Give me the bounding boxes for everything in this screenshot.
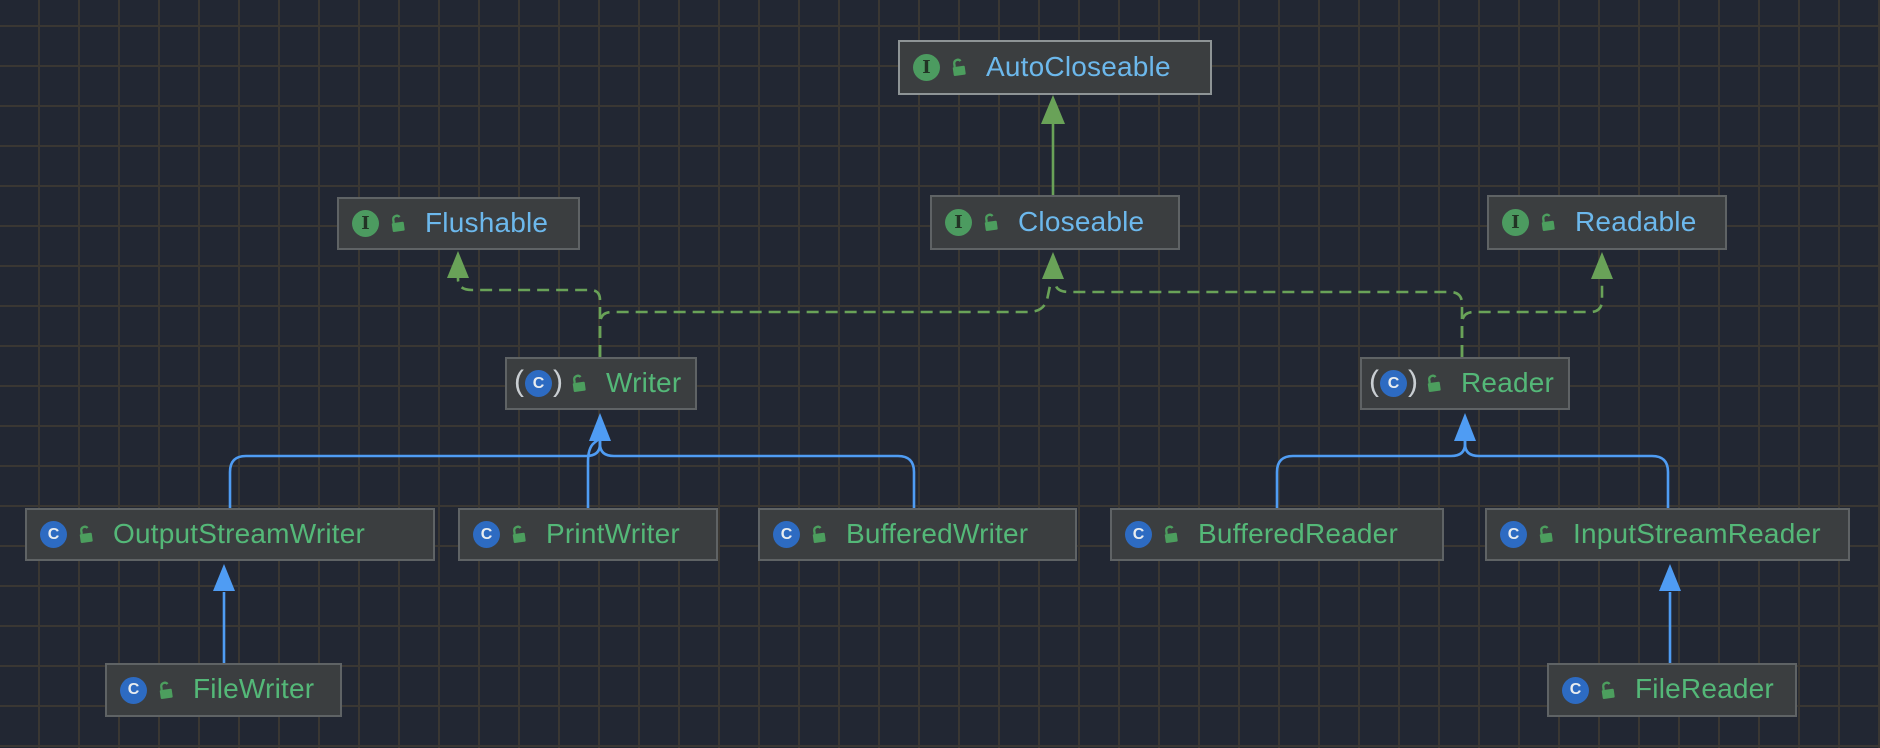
unlocked-padlock-icon bbox=[952, 58, 966, 76]
class-icon: C bbox=[120, 676, 147, 704]
edge-bufferedwriter-writer[interactable] bbox=[589, 413, 916, 508]
edge-writer-flushable[interactable] bbox=[447, 251, 602, 357]
edge-reader-readable[interactable] bbox=[1460, 252, 1613, 357]
node-label: OutputStreamWriter bbox=[113, 517, 366, 549]
node-label: PrintWriter bbox=[546, 517, 680, 549]
edge-outputstreamwriter-writer[interactable] bbox=[228, 439, 602, 508]
abstract-class-icon: ( C ) bbox=[1369, 365, 1418, 398]
unlocked-padlock-icon bbox=[79, 525, 93, 543]
edge-printwriter-writer[interactable] bbox=[586, 437, 601, 508]
edge-filereader-inputstreamreader[interactable] bbox=[1659, 564, 1681, 663]
unlocked-padlock-icon bbox=[1601, 681, 1615, 699]
edge-inputstreamreader-reader[interactable] bbox=[1454, 413, 1670, 508]
unlocked-padlock-icon bbox=[1539, 525, 1553, 543]
class-icon: C bbox=[473, 521, 500, 548]
unlocked-padlock-icon bbox=[1541, 213, 1555, 231]
interface-node-flushable[interactable]: I Flushable bbox=[337, 197, 580, 250]
interface-node-closeable[interactable]: I Closeable bbox=[930, 195, 1180, 250]
class-icon: C bbox=[1500, 521, 1527, 548]
interface-icon: I bbox=[1502, 209, 1529, 236]
node-label: InputStreamReader bbox=[1573, 517, 1821, 549]
class-icon: C bbox=[40, 521, 67, 548]
node-label: FileReader bbox=[1635, 673, 1774, 704]
unlocked-padlock-icon bbox=[984, 213, 998, 231]
interface-icon: I bbox=[352, 210, 379, 237]
unlocked-padlock-icon bbox=[159, 681, 173, 699]
unlocked-padlock-icon bbox=[812, 525, 826, 543]
node-label: Reader bbox=[1461, 366, 1555, 398]
interface-icon: I bbox=[913, 54, 940, 81]
edge-reader-closeable[interactable] bbox=[1042, 252, 1464, 357]
class-node-bufferedreader[interactable]: C BufferedReader bbox=[1110, 508, 1444, 561]
class-icon: C bbox=[1562, 676, 1589, 704]
unlocked-padlock-icon bbox=[512, 525, 526, 543]
node-label: BufferedReader bbox=[1198, 517, 1398, 549]
edge-closeable-autocloseable[interactable] bbox=[1041, 95, 1065, 195]
node-label: Readable bbox=[1575, 205, 1697, 237]
interface-node-readable[interactable]: I Readable bbox=[1487, 195, 1727, 250]
class-node-filewriter[interactable]: C FileWriter bbox=[105, 663, 342, 717]
unlocked-padlock-icon bbox=[1164, 525, 1178, 543]
edge-writer-closeable[interactable] bbox=[598, 280, 1053, 357]
edge-filewriter-outputstreamwriter[interactable] bbox=[213, 564, 235, 663]
class-node-inputstreamreader[interactable]: C InputStreamReader bbox=[1485, 508, 1850, 561]
abstract-class-node-reader[interactable]: ( C ) Reader bbox=[1360, 357, 1570, 410]
node-label: FileWriter bbox=[193, 673, 315, 704]
node-label: Flushable bbox=[425, 206, 549, 238]
unlocked-padlock-icon bbox=[391, 214, 405, 232]
node-label: Writer bbox=[606, 366, 682, 398]
node-label: Closeable bbox=[1018, 205, 1145, 237]
class-node-bufferedwriter[interactable]: C BufferedWriter bbox=[758, 508, 1077, 561]
interface-node-autocloseable[interactable]: I AutoCloseable bbox=[898, 40, 1212, 95]
unlocked-padlock-icon bbox=[1427, 374, 1441, 392]
class-node-filereader[interactable]: C FileReader bbox=[1547, 663, 1797, 717]
abstract-class-icon: ( C ) bbox=[514, 365, 563, 398]
edge-bufferedreader-reader[interactable] bbox=[1275, 439, 1467, 508]
node-label: AutoCloseable bbox=[986, 50, 1171, 82]
abstract-class-node-writer[interactable]: ( C ) Writer bbox=[505, 357, 697, 410]
class-node-printwriter[interactable]: C PrintWriter bbox=[458, 508, 718, 561]
class-node-outputstreamwriter[interactable]: C OutputStreamWriter bbox=[25, 508, 435, 561]
interface-icon: I bbox=[945, 209, 972, 236]
class-icon: C bbox=[1125, 521, 1152, 548]
unlocked-padlock-icon bbox=[572, 374, 586, 392]
node-label: BufferedWriter bbox=[846, 517, 1029, 549]
class-icon: C bbox=[773, 521, 800, 548]
